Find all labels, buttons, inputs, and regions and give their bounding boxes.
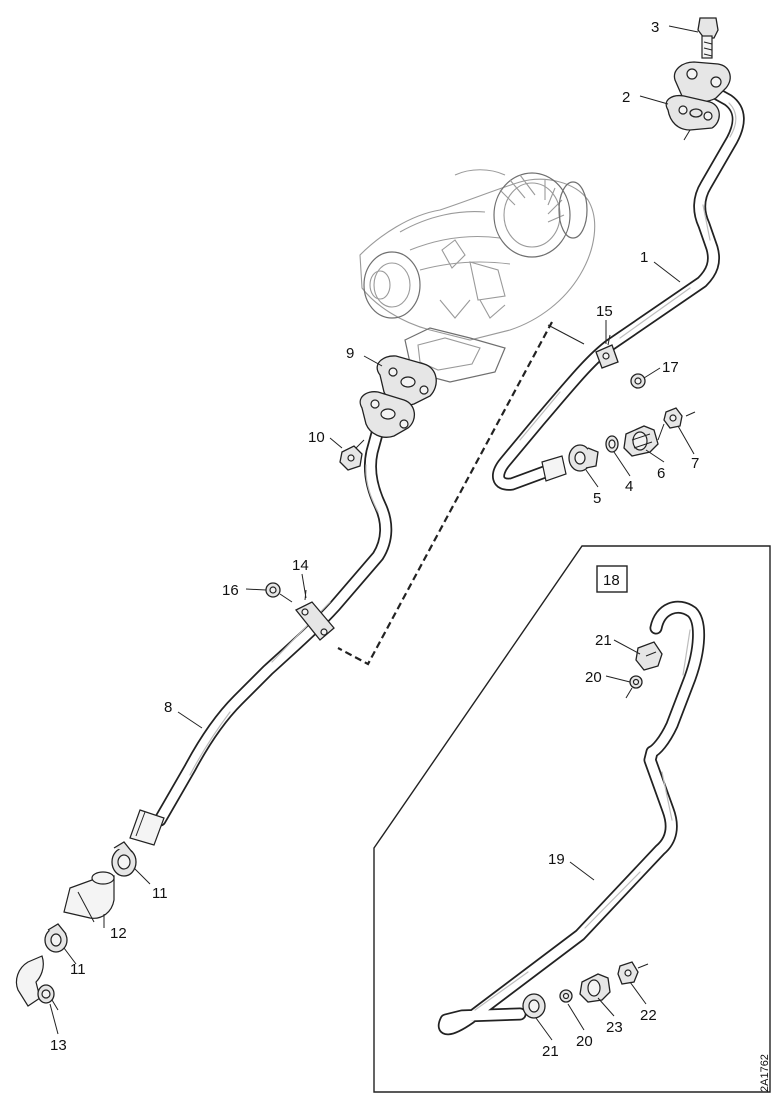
callout-13: 13 — [50, 1037, 67, 1054]
callout-11-upper: 11 — [152, 885, 168, 902]
elbow-13 — [15, 955, 59, 1011]
callout-leaders — [49, 25, 699, 1041]
callout-17: 17 — [662, 359, 679, 376]
nut-17 — [630, 373, 646, 389]
callout-5: 5 — [593, 490, 601, 507]
bolt-10 — [339, 439, 365, 471]
oil-pipe-8 — [129, 423, 393, 846]
callout-3: 3 — [651, 19, 659, 36]
callout-18: 18 — [603, 572, 620, 589]
callout-21-upper: 21 — [595, 632, 612, 649]
callout-8: 8 — [164, 699, 172, 716]
callout-16: 16 — [222, 582, 239, 599]
callout-9: 9 — [346, 345, 354, 362]
callout-20-lower: 20 — [576, 1033, 593, 1050]
callout-20-upper: 20 — [585, 669, 602, 686]
callout-6: 6 — [657, 465, 665, 482]
clamp-15 — [595, 334, 619, 369]
inset-label-box — [596, 565, 628, 593]
callout-14: 14 — [292, 557, 309, 574]
callout-labels: 1 2 3 4 5 6 7 8 9 10 11 12 11 13 14 15 1… — [50, 19, 699, 1060]
callout-2: 2 — [622, 89, 630, 106]
turbocharger-ghost — [359, 169, 596, 383]
fitting-11-upper — [111, 841, 137, 877]
callout-7: 7 — [691, 455, 699, 472]
flange-9 — [359, 355, 437, 438]
flange-2-and-bolt-3 — [665, 17, 731, 141]
fitting-21-upper — [635, 641, 663, 671]
fittings-4-5-6-7 — [568, 407, 696, 472]
bolt-16 — [265, 582, 293, 603]
bracket-dashed-line — [337, 321, 585, 666]
fitting-11-lower — [44, 923, 68, 953]
hose-12 — [63, 871, 115, 923]
inset-18 — [373, 545, 771, 1093]
callout-21-lower: 21 — [542, 1043, 559, 1060]
callout-15: 15 — [596, 303, 613, 320]
callout-4: 4 — [625, 478, 633, 495]
inset-frame — [373, 545, 771, 1093]
callout-12: 12 — [110, 925, 127, 942]
callout-22: 22 — [640, 1007, 657, 1024]
callout-23: 23 — [606, 1019, 623, 1036]
figure-reference-code: 2A1762 — [759, 1054, 771, 1092]
callout-1: 1 — [640, 249, 648, 266]
callout-19: 19 — [548, 851, 565, 868]
callout-11-lower: 11 — [70, 961, 86, 978]
callout-10: 10 — [308, 429, 325, 446]
oil-pipe-1 — [492, 83, 745, 491]
